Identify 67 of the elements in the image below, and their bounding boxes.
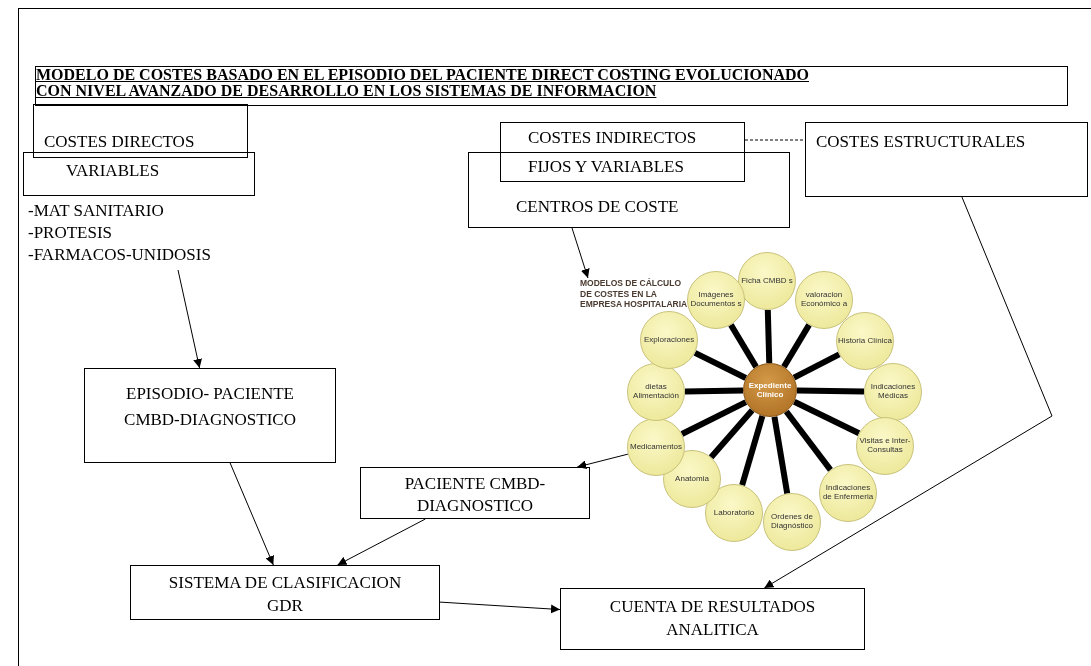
topic-label: Medicamentos [629, 442, 683, 452]
list-item: -FARMACOS-UNIDOSIS [28, 244, 211, 266]
diagram-heading: MODELOS DE CÁLCULO DE COSTES EN LA EMPRESA HOSPITALARIA [580, 278, 692, 324]
category-label: CUENTA DE RESULTADOS ANALITICA [608, 596, 817, 641]
category-label: PACIENTE CMBD-DIAGNOSTICO [403, 473, 547, 517]
topic-circle [819, 464, 877, 522]
cost-box [23, 152, 255, 196]
topic-circle [627, 363, 685, 421]
topic-circle [640, 311, 698, 369]
topic-label: Imágenes Documentos s [689, 291, 743, 309]
cost-box [468, 152, 790, 228]
category-label: COSTES INDIRECTOS FIJOS Y VARIABLES [528, 127, 698, 178]
arrow [571, 227, 590, 279]
arrow [337, 518, 426, 566]
topic-label: Exploraciones [642, 335, 696, 345]
spoke-line [728, 323, 759, 369]
topic-circle [836, 312, 894, 370]
diagram-title: MODELO DE COSTES BASADO EN EL EPISODIO DEL PACIENTE DIRECT COSTING EVOLUCIONADO CON NIVEL AVANZADO DE DESARROLLO EN LOS SISTEMAS DE INFORMACION [36, 67, 811, 99]
spoke-line [796, 387, 865, 395]
topic-label: Indicaciones Médicas [869, 383, 917, 401]
topic-label: Anatomia [674, 474, 710, 484]
topic-label: Indicaciones de Enfermeria [821, 484, 875, 502]
topic-label: Ficha CMBD s [740, 276, 794, 286]
cost-box [33, 104, 248, 158]
topic-circle [763, 493, 821, 551]
topic-circle [864, 363, 922, 421]
arrow [439, 601, 561, 614]
topic-label: valoracion Económico a [799, 291, 849, 309]
cost-box [560, 588, 865, 650]
arrow [177, 269, 202, 369]
cost-box [130, 565, 440, 620]
spoke-line [771, 416, 791, 494]
topic-label: Visitas e Inter-Consultas [858, 437, 912, 455]
category-label: VARIABLES [66, 161, 161, 181]
cost-box [360, 467, 590, 519]
list-item: -MAT SANITARIO [28, 200, 164, 222]
dashed-connector [744, 139, 806, 141]
arrow [576, 453, 629, 470]
list-item: -PROTESIS [28, 222, 113, 244]
spoke-line [792, 351, 841, 381]
spoke-line [693, 350, 748, 381]
cost-box [500, 122, 745, 182]
spoke-line [781, 323, 812, 369]
hub-circle [743, 363, 797, 417]
category-label: EPISODIO- PACIENTE CMBD-DIAGNOSTICO [123, 383, 297, 431]
topic-label: Historia Clínica [838, 336, 892, 346]
topic-circle [856, 417, 914, 475]
spoke-line [783, 409, 833, 472]
cost-box [84, 368, 336, 463]
topic-label: Laboratorio [712, 508, 756, 518]
spoke-line [708, 408, 755, 460]
arrow [229, 462, 274, 566]
category-label: SISTEMA DE CLASIFICACION GDR [167, 572, 403, 617]
spoke-line [680, 399, 748, 437]
arrow [763, 196, 1053, 589]
spoke-line [764, 309, 773, 364]
hub-label: Expediente Clínico [747, 380, 793, 400]
spoke-line [792, 399, 861, 436]
cost-box [805, 122, 1088, 197]
topic-label: Ordenes de Diagnóstico [770, 513, 814, 531]
category-label: CENTROS DE COSTE [516, 197, 680, 217]
spoke-line [684, 387, 744, 395]
topic-label: dietas Alimentación [632, 383, 680, 401]
spoke-line [739, 415, 766, 486]
category-label: COSTES DIRECTOS [44, 132, 196, 152]
topic-circle [795, 271, 853, 329]
category-label: COSTES ESTRUCTURALES [816, 132, 1027, 152]
